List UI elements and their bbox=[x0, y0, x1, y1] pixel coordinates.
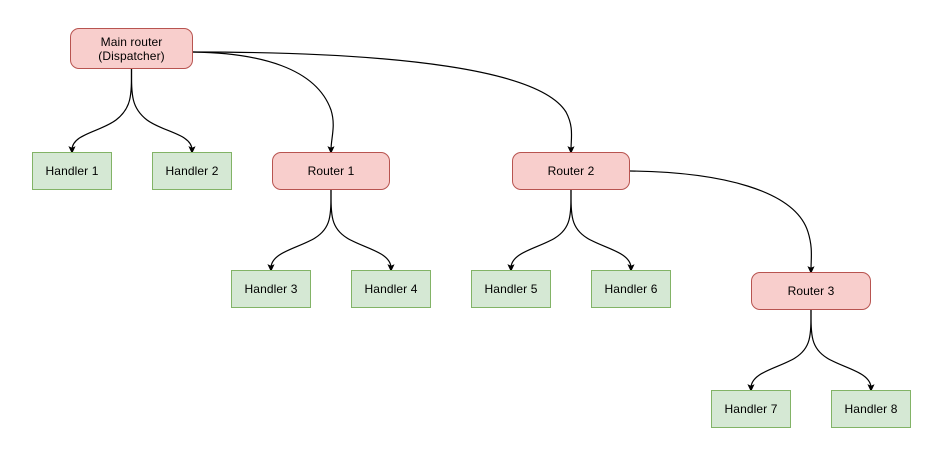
node-handler7[interactable]: Handler 7 bbox=[711, 390, 791, 428]
node-handler2[interactable]: Handler 2 bbox=[152, 152, 232, 190]
edge-main-to-handler2 bbox=[130, 68, 196, 154]
edge-router2-to-handler6 bbox=[570, 189, 635, 272]
node-router3[interactable]: Router 3 bbox=[751, 272, 871, 310]
node-handler8[interactable]: Handler 8 bbox=[831, 390, 911, 428]
node-handler6[interactable]: Handler 6 bbox=[591, 270, 671, 308]
edge-router2-to-handler5 bbox=[507, 189, 572, 272]
node-label-handler8: Handler 8 bbox=[844, 402, 898, 416]
edge-main-to-router1 bbox=[192, 51, 335, 154]
node-label-router2: Router 2 bbox=[547, 164, 595, 178]
edge-router3-to-handler7 bbox=[747, 309, 812, 392]
node-label-handler7: Handler 7 bbox=[724, 402, 778, 416]
node-router1[interactable]: Router 1 bbox=[272, 152, 390, 190]
edge-router3-to-handler8 bbox=[810, 309, 875, 392]
node-handler1[interactable]: Handler 1 bbox=[32, 152, 112, 190]
node-label-handler6: Handler 6 bbox=[604, 282, 658, 296]
node-handler3[interactable]: Handler 3 bbox=[231, 270, 311, 308]
node-label-handler2: Handler 2 bbox=[165, 164, 219, 178]
node-label-main: Main router (Dispatcher) bbox=[98, 34, 165, 63]
node-label-handler3: Handler 3 bbox=[244, 282, 298, 296]
edge-router2-to-router3 bbox=[629, 170, 815, 274]
edge-router1-to-handler3 bbox=[267, 189, 332, 272]
node-label-router3: Router 3 bbox=[787, 284, 835, 298]
node-handler5[interactable]: Handler 5 bbox=[471, 270, 551, 308]
node-label-handler1: Handler 1 bbox=[45, 164, 99, 178]
edge-router1-to-handler4 bbox=[330, 189, 395, 272]
edge-main-to-router2 bbox=[192, 51, 575, 154]
node-handler4[interactable]: Handler 4 bbox=[351, 270, 431, 308]
node-label-handler4: Handler 4 bbox=[364, 282, 418, 296]
node-router2[interactable]: Router 2 bbox=[512, 152, 630, 190]
node-label-router1: Router 1 bbox=[307, 164, 355, 178]
node-main[interactable]: Main router (Dispatcher) bbox=[70, 28, 193, 69]
edge-main-to-handler1 bbox=[68, 68, 133, 154]
node-label-handler5: Handler 5 bbox=[484, 282, 538, 296]
